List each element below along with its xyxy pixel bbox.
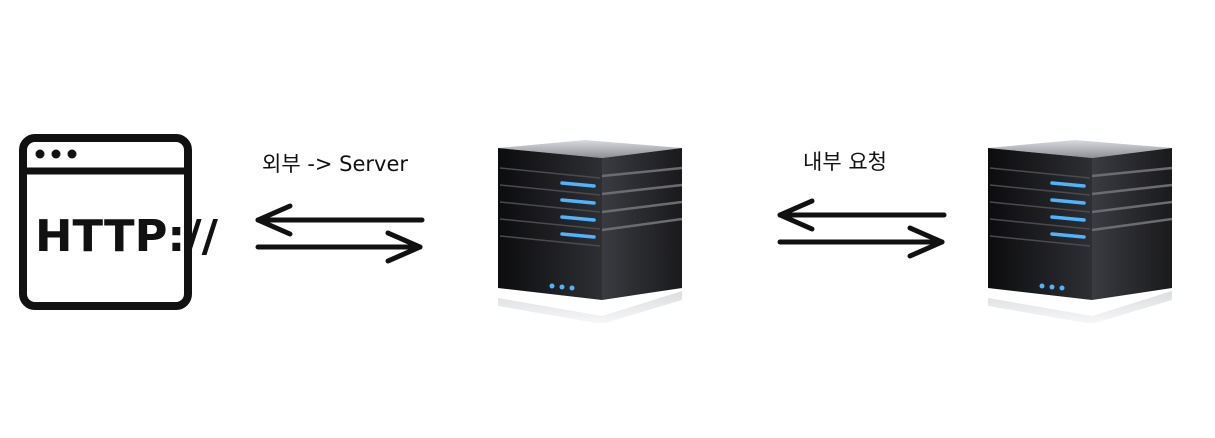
server-external	[490, 128, 690, 324]
server-tower-icon	[988, 140, 1173, 324]
server-internal	[980, 128, 1180, 324]
server-tower-icon	[498, 140, 683, 324]
browser-node: HTTP://	[18, 133, 219, 313]
double-arrow-icon	[777, 198, 947, 259]
browser-protocol-text: HTTP://	[35, 211, 218, 262]
bidirectional-arrow	[250, 200, 430, 265]
double-arrow-icon	[255, 203, 425, 264]
edge-label-internal: 내부 요청	[803, 150, 887, 174]
edge-label-external: 외부 -> Server	[262, 152, 409, 176]
browser-window-icon: HTTP://	[19, 134, 219, 310]
bidirectional-arrow	[772, 195, 952, 260]
